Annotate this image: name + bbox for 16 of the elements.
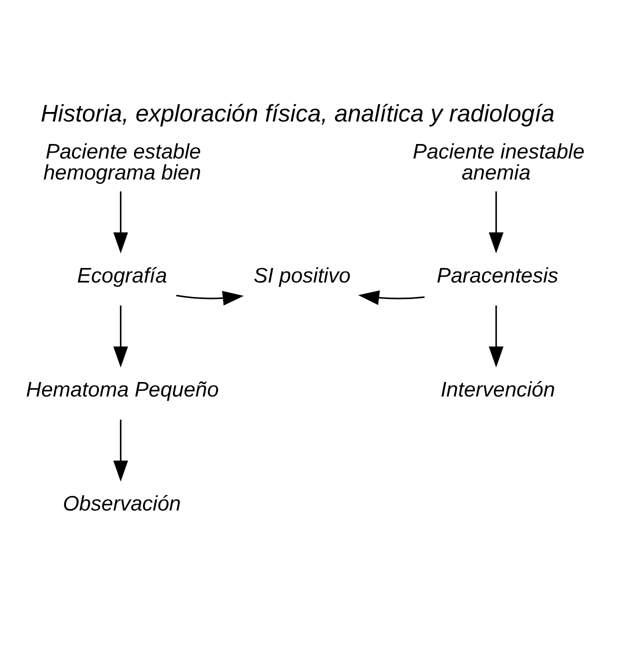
- node-text: Paciente estable hemograma bien: [43, 140, 202, 184]
- node-text: Paracentesis: [436, 264, 558, 287]
- arrow: [113, 190, 128, 253]
- diagram-title: Historia, exploración física, analítica y radiología: [40, 100, 555, 128]
- arrow: [488, 190, 504, 253]
- node-text: Intervención: [440, 378, 556, 401]
- node-text: SI positivo: [254, 264, 351, 287]
- node-text: Observación: [62, 492, 181, 516]
- arrow: [113, 305, 128, 367]
- arrow: [358, 290, 425, 305]
- arrow: [176, 290, 244, 305]
- node-text: Ecografía: [77, 264, 168, 287]
- node-text: Paciente inestable anemia: [412, 140, 585, 184]
- arrow: [113, 419, 128, 482]
- arrow: [488, 305, 504, 367]
- node-text: Hematoma Pequeño: [26, 378, 219, 401]
